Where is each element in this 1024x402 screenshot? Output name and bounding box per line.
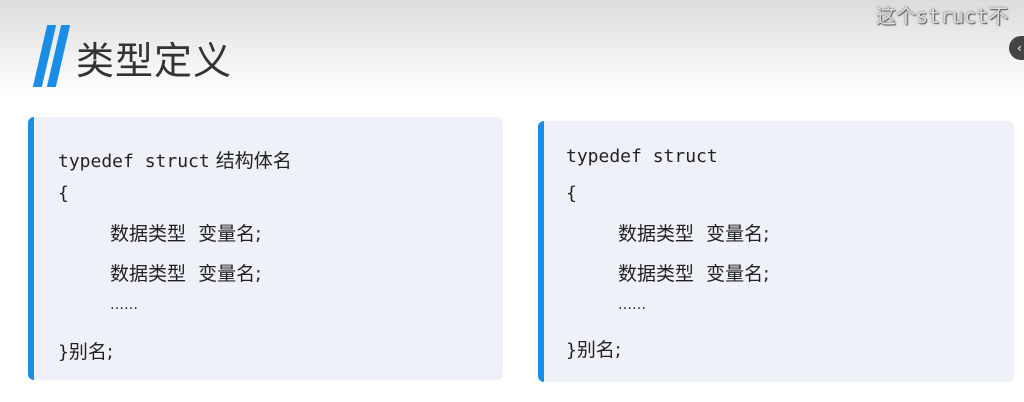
code-card-anonymous: typedef struct { 数据类型 变量名; 数据类型 变量名; …… … <box>538 121 1014 382</box>
code-keyword: typedef struct <box>58 151 210 172</box>
field-line: 数据类型 变量名; <box>618 263 770 285</box>
code-keyword: typedef struct <box>566 146 718 167</box>
alias: 别名; <box>576 339 622 361</box>
subtitle-caption: 这个struct不 <box>876 4 1009 28</box>
close-brace: } <box>58 342 69 363</box>
open-brace: { <box>58 183 69 204</box>
close-brace: } <box>566 340 577 361</box>
chevron-left-icon: ‹ <box>1017 41 1022 55</box>
open-brace: { <box>566 183 577 204</box>
field-line: 数据类型 变量名; <box>110 223 262 245</box>
field-line: 数据类型 变量名; <box>110 263 262 285</box>
collapse-button[interactable]: ‹ <box>1009 36 1024 60</box>
struct-name: 结构体名 <box>215 150 292 172</box>
ellipsis: …… <box>110 297 138 313</box>
code-card-named: typedef struct 结构体名 { 数据类型 变量名; 数据类型 变量名… <box>28 117 503 380</box>
alias: 别名; <box>68 341 114 363</box>
page-title: 类型定义 <box>76 39 233 83</box>
field-line: 数据类型 变量名; <box>618 223 770 245</box>
ellipsis: …… <box>618 297 646 313</box>
